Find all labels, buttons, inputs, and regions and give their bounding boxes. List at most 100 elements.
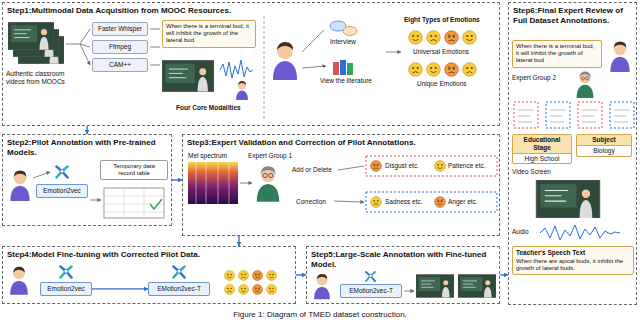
annotation-label: Patience etc.: [448, 162, 486, 170]
emotion-face: [463, 63, 477, 77]
box-heading: Subject: [577, 135, 631, 146]
annotation-label: Unique Emotions: [417, 80, 467, 88]
emotion-face: [409, 31, 423, 45]
process-box: CAM++: [92, 58, 148, 72]
review-card: [514, 102, 538, 128]
divider: [264, 16, 265, 120]
annotation-label: Expert Group 2: [512, 74, 556, 82]
box-text: Temporary data record table: [104, 163, 164, 177]
table-grid: [104, 188, 164, 218]
researcher-icon: [273, 42, 297, 80]
box-text: Emotion2vec: [44, 285, 88, 293]
annotation-label: Universal Emotions: [413, 48, 469, 56]
emotion-face: [371, 161, 382, 172]
emotion-face: [427, 63, 441, 77]
box-text: EMotion2vec-T: [152, 285, 206, 293]
flow-arrow-small: [404, 291, 414, 292]
speaker-icon: [236, 81, 248, 100]
process-box: Emotion2vec: [40, 282, 92, 296]
flow-arrow-small: [240, 183, 252, 184]
flow-arrow: [296, 274, 306, 275]
step-title: Step3:Expert Validation and Correction o…: [183, 135, 499, 148]
box-text: When there are apical buds, it inhibit t…: [516, 258, 630, 272]
step-panel: Step4:Model Fine-tuning with Corrected P…: [2, 246, 296, 304]
step-title: Step4:Model Fine-tuning with Corrected P…: [3, 247, 295, 260]
annotation-label: Audio: [512, 228, 529, 236]
step-title: Step2:Pilot Annotation with Pre-trained …: [3, 135, 171, 157]
step-title: Step5:Large-Scale Annotation with Fine-t…: [307, 247, 499, 269]
model-icon: [366, 272, 375, 281]
annotation-label: Eight Types of Emotions: [404, 16, 480, 24]
table-illustration: [104, 188, 164, 218]
box-text: Ffmpeg: [96, 43, 144, 51]
emotion-face: [253, 271, 263, 281]
box-text: Emotion2vec: [40, 187, 84, 195]
card-lines: [518, 110, 630, 122]
audio-wave: [220, 60, 253, 78]
annotation-label: Correction: [296, 198, 326, 206]
process-box: Ffmpeg: [92, 40, 148, 54]
emotion-face: [267, 285, 277, 295]
step-panel: Step2:Pilot Annotation with Pre-trained …: [2, 134, 172, 226]
process-box: When there is a terminal bud, it will in…: [512, 40, 602, 68]
box-text: Biology: [577, 146, 631, 156]
emotion-group: [366, 156, 497, 176]
emotion-face: [239, 285, 249, 295]
emotion-face: [225, 271, 235, 281]
box-text: When there is a terminal bud, it will in…: [166, 23, 252, 45]
teacher-icon: [10, 171, 29, 201]
tool-lead: [150, 29, 160, 65]
box-heading: Educational Stage: [513, 135, 571, 154]
annotation-label: Add or Delete: [292, 166, 332, 174]
method-arrow: [386, 52, 401, 53]
step-panel: Step5:Large-Scale Annotation with Fine-t…: [306, 246, 500, 304]
teacher-icon: [10, 267, 28, 295]
emotion-face: [427, 31, 441, 45]
process-box: EMotion2vec-T: [340, 284, 402, 298]
figure-caption: Figure 1: Diagram of TMED dataset constr…: [0, 310, 640, 320]
expert-icon: [577, 71, 594, 98]
mel-spectrogram: [188, 162, 238, 204]
teacher-icon: [314, 274, 330, 299]
flow-arrow: [86, 126, 87, 134]
annotation-label: Sadness etc.: [385, 198, 423, 206]
box-text: High School: [513, 154, 571, 164]
review-card: [578, 102, 602, 128]
correction-arrow: [334, 166, 364, 202]
model-icon: [56, 166, 67, 177]
annotation-label: Expert Group 1: [248, 152, 292, 160]
process-box: Teacher's Speech TextWhen there are apic…: [512, 246, 634, 275]
emotion-group: [366, 192, 497, 212]
process-box: Temporary data record table: [100, 160, 168, 180]
video-thumbnail: [8, 22, 54, 50]
emotion-face: [253, 285, 263, 295]
emotion-face: [445, 31, 459, 45]
step-panel: Step6:Final Expert Review of Full Datase…: [508, 2, 637, 305]
annotation-label: Interview: [330, 38, 356, 46]
step-title: Step6:Final Expert Review of Full Datase…: [509, 3, 636, 25]
annotation-label: Video Screen: [512, 168, 551, 176]
flow-arrow: [500, 274, 508, 275]
annotation-label: Mel spectrum: [188, 152, 227, 160]
model-icon: [173, 266, 184, 277]
box-text: Faster Whisper: [96, 25, 144, 33]
flow-arrow: [238, 236, 239, 246]
emotion-face: [435, 197, 446, 208]
process-box: When there is a terminal bud, it will in…: [162, 20, 256, 48]
video-frame: [458, 275, 496, 298]
flow-arrow: [172, 179, 182, 180]
emotion-face: [371, 197, 382, 208]
video-frame: [536, 180, 599, 218]
process-box: Educational StageHigh School: [512, 134, 572, 164]
book-icon: [333, 62, 339, 75]
flow-arrow-small: [90, 200, 101, 201]
emotion-face: [463, 31, 477, 45]
flow-arrow: [92, 288, 148, 289]
flow-arrow-small: [33, 172, 50, 178]
process-box: Emotion2vec: [36, 184, 88, 198]
book-icon: [347, 63, 353, 75]
emotion-face: [445, 63, 459, 77]
video-frame: [162, 60, 214, 91]
method-arrow: [302, 30, 326, 68]
interview-icon: [343, 27, 357, 36]
